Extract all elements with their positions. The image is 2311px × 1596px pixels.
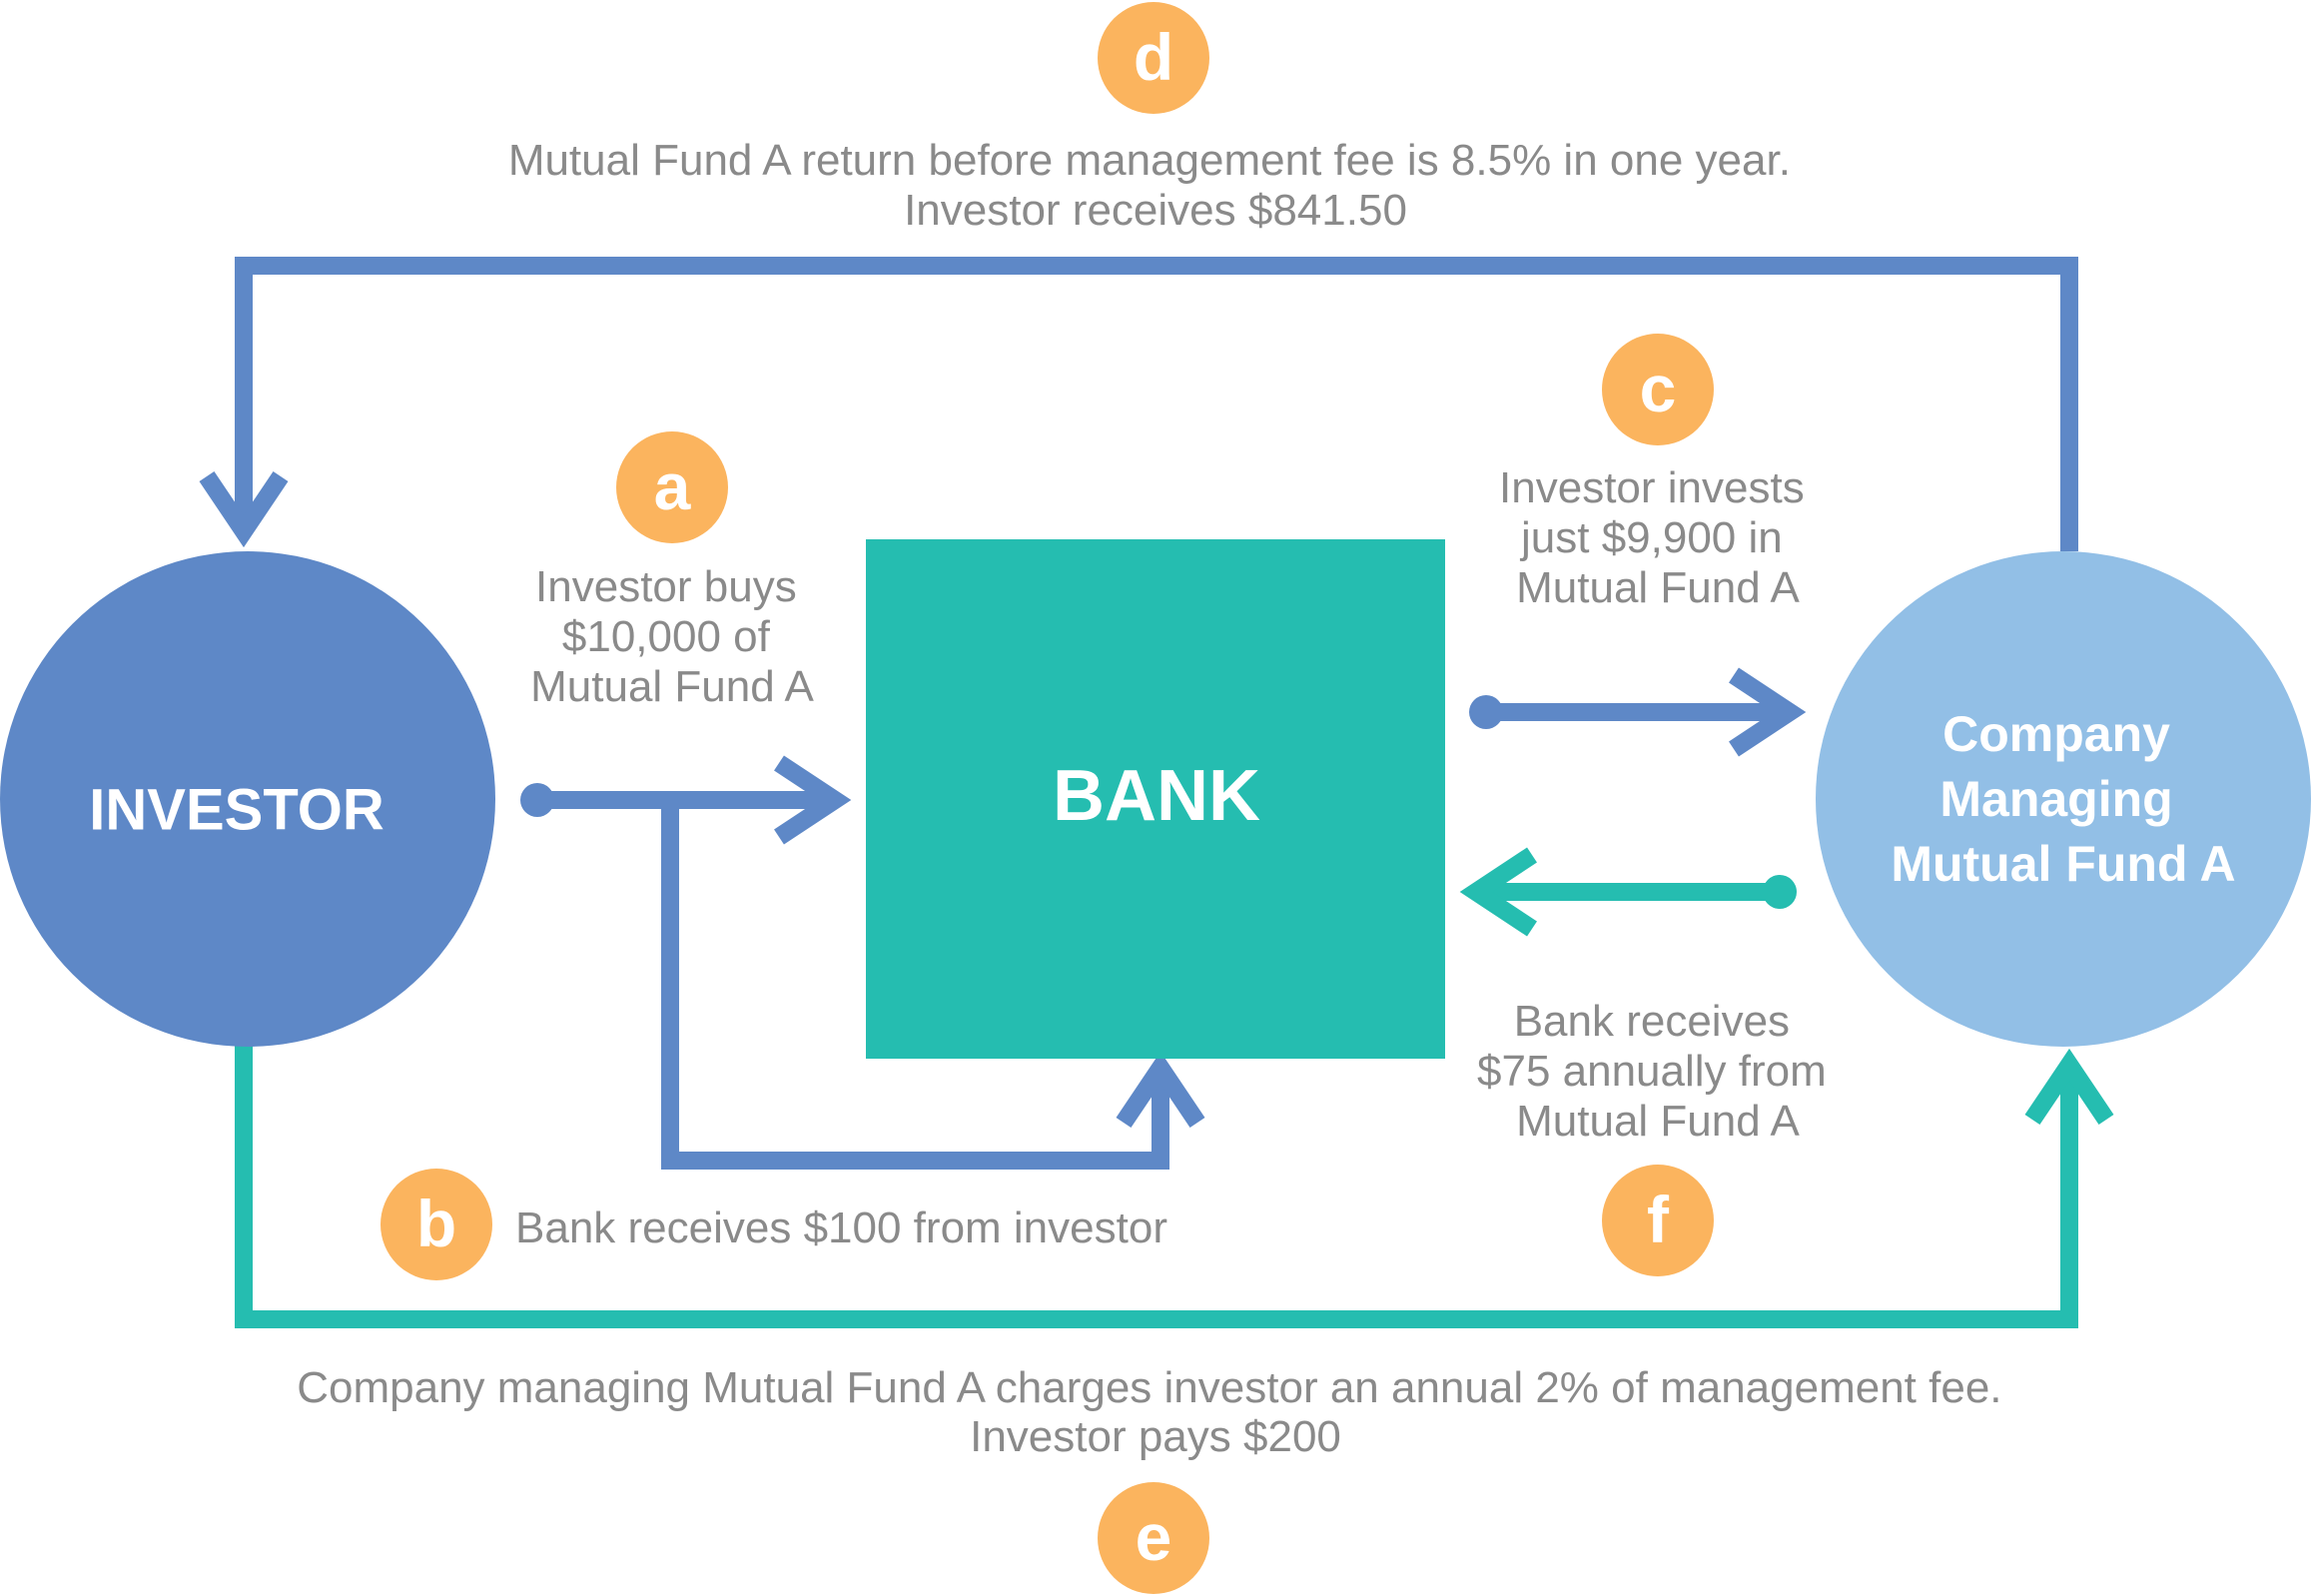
flow-e-line <box>235 1045 2078 1328</box>
flow-a-connector <box>520 755 852 845</box>
step-e-letter: e <box>1136 1500 1172 1574</box>
step-a-badge <box>616 431 728 543</box>
step-c-caption-line: Mutual Fund A <box>1516 563 1800 612</box>
step-b-caption: Bank receives $100 from investor <box>515 1203 1167 1252</box>
step-a-letter: a <box>654 449 692 523</box>
step-b-badge <box>381 1169 492 1280</box>
step-f-caption-line: $75 annually from <box>1477 1047 1827 1096</box>
step-d-badge <box>1098 2 1209 114</box>
step-a-caption-line: Investor buys <box>535 562 797 611</box>
flow-b-arrowhead <box>1116 1051 1205 1129</box>
flow-f-connector <box>1459 847 1797 937</box>
investor-node: INVESTOR <box>0 551 495 1047</box>
step-c-badge <box>1602 334 1714 445</box>
step-d-caption-line: Mutual Fund A return before management f… <box>508 136 1791 185</box>
step-d-letter: d <box>1134 20 1173 94</box>
step-a-caption-line: Mutual Fund A <box>530 662 814 711</box>
step-d-caption: Mutual Fund A return before management f… <box>508 136 1803 235</box>
company-circle <box>1816 551 2311 1047</box>
flow-c-arrowhead <box>1729 667 1807 757</box>
step-a: a Investor buys $10,000 of Mutual Fund A <box>530 431 815 711</box>
step-b: b Bank receives $100 from investor <box>381 1169 1167 1280</box>
step-d-caption-line: Investor receives $841.50 <box>904 186 1407 235</box>
flow-d-connector <box>199 257 2078 551</box>
step-f: Bank receives $75 annually from Mutual F… <box>1477 997 1839 1276</box>
step-c-caption: Investor invests just $9,900 in Mutual F… <box>1499 463 1817 612</box>
investor-circle <box>0 551 495 1047</box>
step-e-badge <box>1098 1482 1209 1594</box>
step-e: Company managing Mutual Fund A charges i… <box>297 1363 2014 1594</box>
flow-e-connector <box>235 1045 2114 1328</box>
company-label-line: Mutual Fund A <box>1891 836 2235 892</box>
flow-e-arrowhead <box>2024 1048 2114 1126</box>
company-label-line: Company <box>1942 706 2170 762</box>
flow-c-connector <box>1469 667 1807 757</box>
bank-node: BANK <box>866 539 1445 1059</box>
step-e-caption-line: Company managing Mutual Fund A charges i… <box>297 1363 2001 1412</box>
step-e-caption: Company managing Mutual Fund A charges i… <box>297 1363 2014 1461</box>
company-node: Company Managing Mutual Fund A <box>1816 551 2311 1047</box>
step-b-letter: b <box>416 1187 456 1260</box>
step-f-letter: f <box>1647 1183 1670 1256</box>
company-label-line: Managing <box>1939 771 2172 827</box>
step-c: c Investor invests just $9,900 in Mutual… <box>1499 334 1817 612</box>
step-e-caption-line: Investor pays $200 <box>970 1412 1341 1461</box>
step-f-caption-line: Mutual Fund A <box>1516 1097 1800 1146</box>
flow-d-line <box>235 257 2078 551</box>
flow-b-line <box>661 800 1169 1170</box>
step-f-caption-line: Bank receives <box>1514 997 1790 1046</box>
step-f-caption: Bank receives $75 annually from Mutual F… <box>1477 997 1839 1146</box>
bank-label: BANK <box>1053 756 1260 836</box>
step-a-caption-line: $10,000 of <box>562 612 771 661</box>
flow-b-connector <box>661 800 1205 1170</box>
bank-box <box>866 539 1445 1059</box>
investor-label: INVESTOR <box>89 777 384 842</box>
flow-a-arrowhead <box>774 755 852 845</box>
step-c-letter: c <box>1640 352 1677 425</box>
step-c-caption-line: just $9,900 in <box>1519 513 1783 562</box>
step-c-caption-line: Investor invests <box>1499 463 1805 512</box>
step-d: d Mutual Fund A return before management… <box>508 2 1803 235</box>
step-a-caption: Investor buys $10,000 of Mutual Fund A <box>530 562 814 711</box>
flow-d-arrowhead <box>199 470 289 548</box>
company-label: Company Managing Mutual Fund A <box>1891 706 2235 892</box>
step-f-badge <box>1602 1165 1714 1276</box>
flow-f-arrowhead <box>1459 847 1537 937</box>
